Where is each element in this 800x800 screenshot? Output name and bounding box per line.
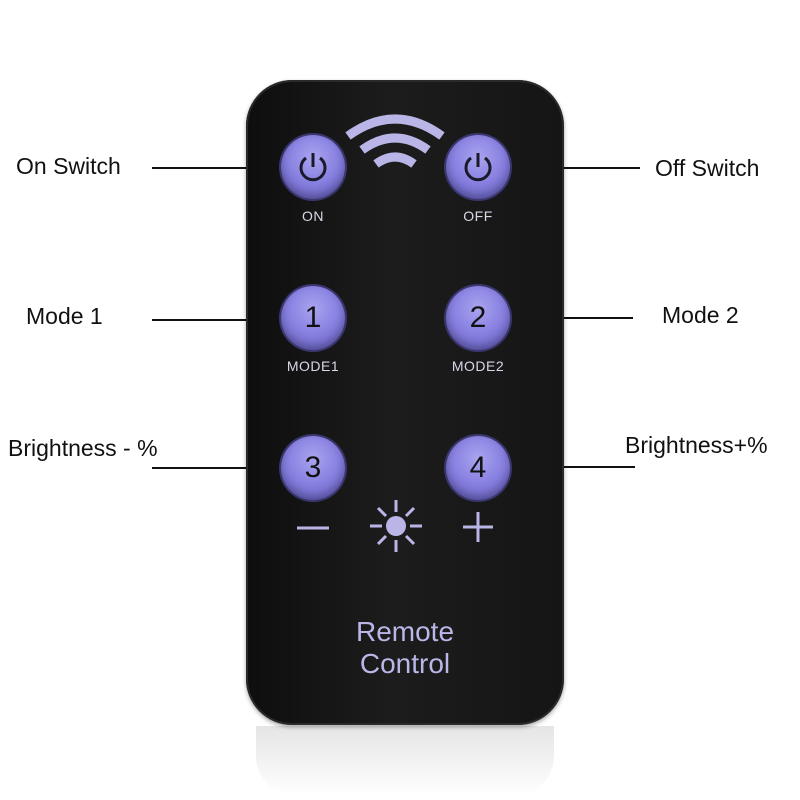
- on-button[interactable]: [281, 135, 345, 199]
- brightness-down-number: 3: [304, 451, 322, 484]
- leader-on-switch: [152, 167, 312, 169]
- brightness-up-number: 4: [469, 451, 487, 484]
- callout-off-switch: Off Switch: [655, 155, 760, 181]
- leader-mode-1: [152, 319, 312, 321]
- minus-icon: [297, 526, 329, 530]
- brightness-down-button[interactable]: 3: [281, 436, 345, 500]
- mode2-label: MODE2: [451, 358, 505, 374]
- remote-reflection: [256, 726, 554, 796]
- mode2-number: 2: [469, 301, 487, 334]
- off-button[interactable]: [446, 135, 510, 199]
- callout-brightness-plus: Brightness+%: [625, 432, 768, 458]
- mode1-label: MODE1: [286, 358, 340, 374]
- power-icon: [464, 153, 492, 182]
- brand-line2: Control: [359, 648, 451, 679]
- callout-mode-1: Mode 1: [26, 303, 103, 329]
- plus-icon: [463, 512, 493, 542]
- mode1-button[interactable]: 1: [281, 286, 345, 350]
- leader-brightness-minus: [152, 467, 312, 469]
- on-label: ON: [302, 208, 324, 224]
- sun-icon: [370, 500, 422, 552]
- mode2-button[interactable]: 2: [446, 286, 510, 350]
- brightness-up-button[interactable]: 4: [446, 436, 510, 500]
- signal-icon: [345, 114, 445, 168]
- mode1-number: 1: [304, 301, 322, 334]
- callout-on-switch: On Switch: [16, 153, 121, 179]
- brand-line1: Remote: [355, 616, 455, 647]
- callout-mode-2: Mode 2: [662, 302, 739, 328]
- off-label: OFF: [463, 208, 493, 224]
- callout-brightness-minus: Brightness - %: [8, 435, 158, 461]
- power-icon: [299, 153, 327, 182]
